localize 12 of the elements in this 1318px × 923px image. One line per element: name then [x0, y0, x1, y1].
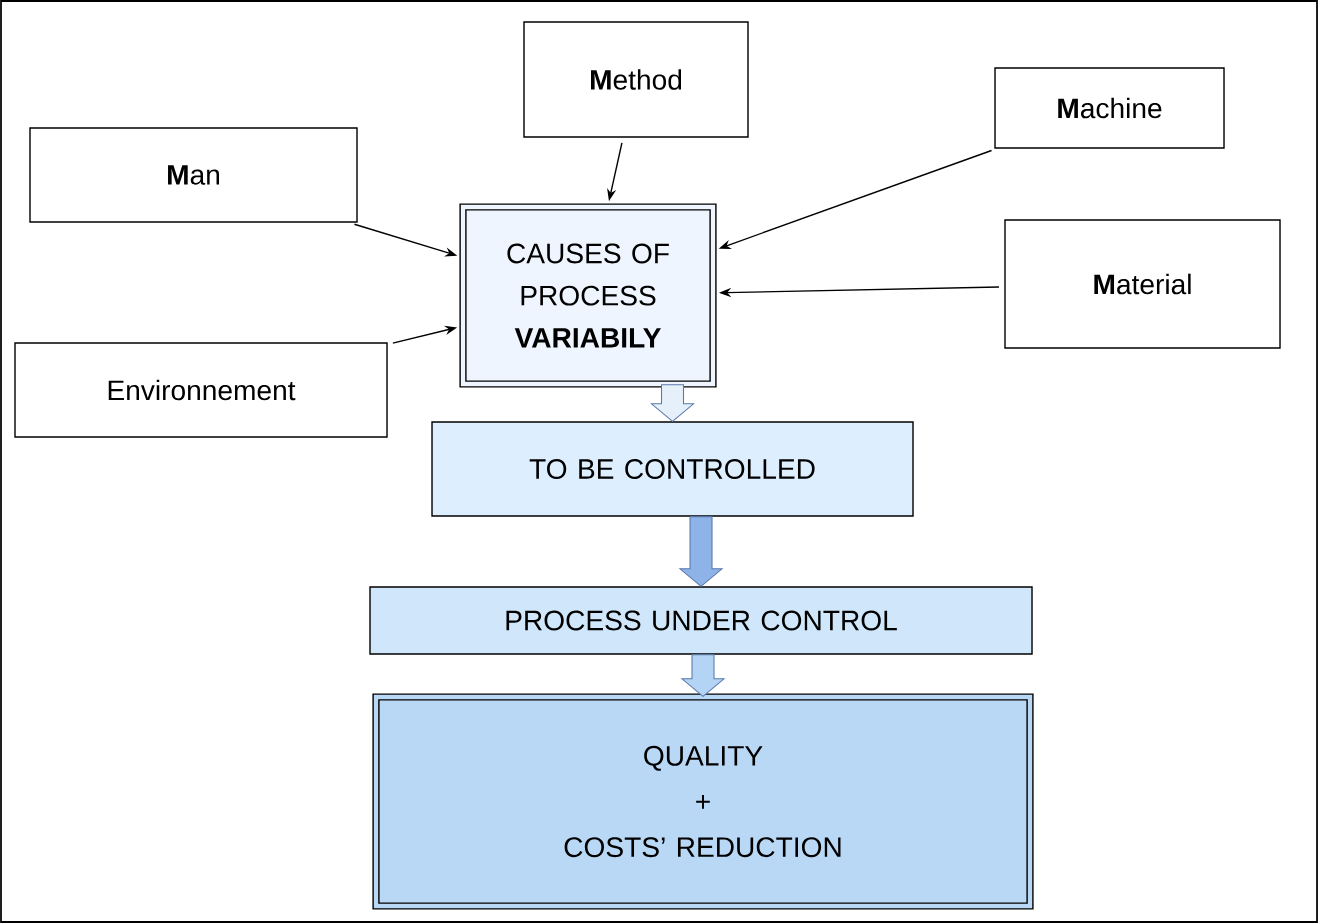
process-box: Environnement — [14, 342, 388, 438]
process-box: Man — [29, 127, 358, 223]
process-box: PROCESS UNDER CONTROL — [369, 586, 1033, 655]
block-arrow — [650, 384, 695, 422]
process-box: TO BE CONTROLLED — [431, 421, 914, 517]
block-arrow — [680, 654, 726, 697]
process-box: CAUSES OF PROCESS VARIABILY — [459, 203, 717, 388]
process-box: Method — [523, 21, 749, 138]
process-box: Machine — [994, 67, 1225, 149]
process-box: Material — [1004, 219, 1281, 349]
block-arrow — [678, 516, 724, 587]
process-box: QUALITY + COSTS’ REDUCTION — [372, 693, 1034, 910]
